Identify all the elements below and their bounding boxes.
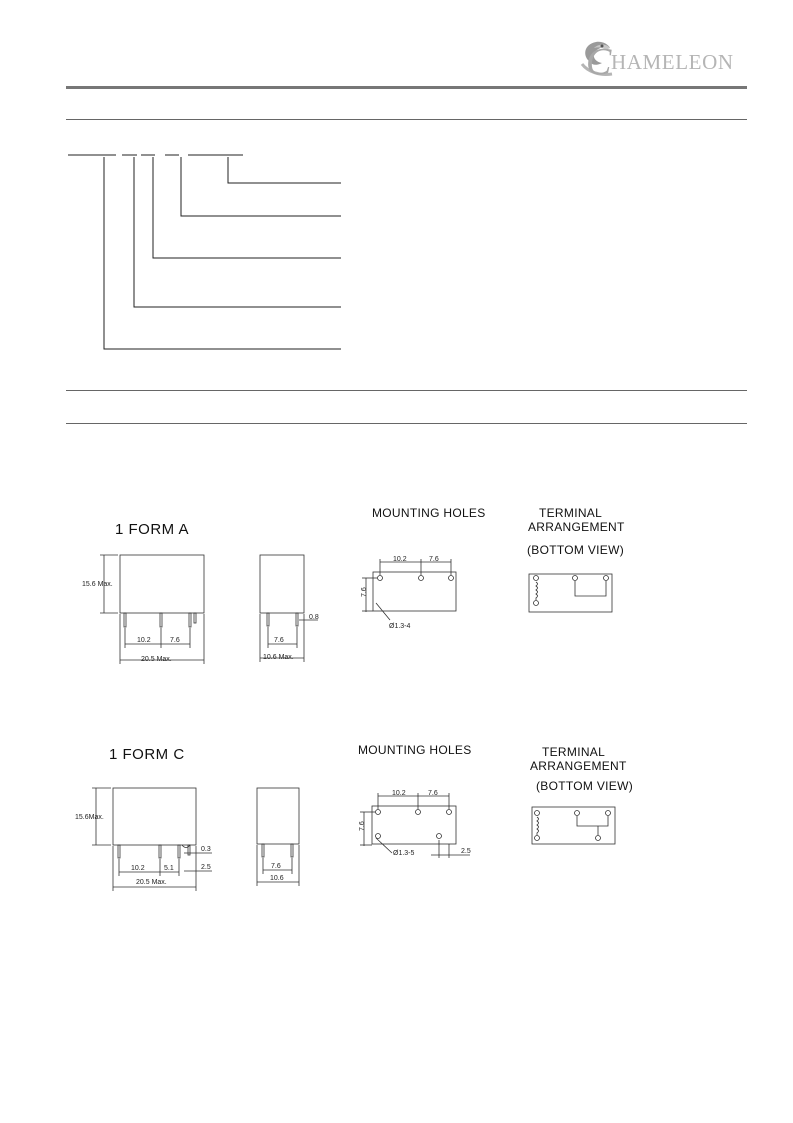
chameleon-icon [580,41,613,76]
form-c-hole-dia: Ø1.3-5 [393,850,415,857]
form-a-dim-pin: 0.8 [309,614,319,621]
logo-initial: C [586,41,612,83]
form-a-dim-width: 10.6 Max. [263,654,294,661]
form-a-hole-vertical: 7.6 [361,587,368,597]
section-rule-1 [66,119,747,120]
form-a-terminal-title: TERMINAL [539,506,603,520]
form-a-dim-pitch1: 10.2 [137,637,151,644]
chameleon-logo: C HAMELEON [572,34,752,84]
form-a-mounting-title: MOUNTING HOLES [372,506,486,520]
header-rule-thick [66,86,747,89]
form-c-hole-pitch1: 10.2 [392,790,406,797]
form-c-title: 1 FORM C [109,746,185,763]
form-a-dim-height: 15.6 Max. [82,581,113,588]
form-c-dim-width: 10.6 [270,875,284,882]
logo-text: HAMELEON [611,50,734,74]
form-c-dim-length: 20.5 Max. [136,879,167,886]
form-c-terminal-subtitle: (BOTTOM VIEW) [536,779,634,793]
form-a-title: 1 FORM A [115,521,190,538]
form-c-mounting-title: MOUNTING HOLES [358,743,472,757]
form-c-dim-pitch1: 10.2 [131,865,145,872]
form-c-dim-pitch2: 5.1 [164,865,174,872]
form-a-hole-pitch1: 10.2 [393,556,407,563]
form-a-terminal-title-2: ARRANGEMENT [528,520,625,534]
section-rule-2 [66,390,747,391]
form-c-hole-pitch2: 7.6 [428,790,438,797]
form-a-hole-dia: Ø1.3-4 [389,623,411,630]
form-c-dim-pin2: 2.5 [201,864,211,871]
form-c-hole-offset: 2.5 [461,848,471,855]
form-c-dim-pin1: 0.3 [201,846,211,853]
form-a-dim-length: 20.5 Max. [141,656,172,663]
form-a-dim-side-pitch: 7.6 [274,637,284,644]
form-c-hole-vertical: 7.6 [359,821,366,831]
form-c-dim-height: 15.6Max. [75,814,104,821]
form-c-terminal-title: TERMINAL [542,745,606,759]
form-c-dim-side-pitch: 7.6 [271,863,281,870]
form-a-hole-pitch2: 7.6 [429,556,439,563]
form-a-dim-pitch2: 7.6 [170,637,180,644]
ordering-code-diagram [68,154,341,350]
section-rule-3 [66,423,747,424]
form-a-terminal-subtitle: (BOTTOM VIEW) [527,543,625,557]
form-c-terminal-title-2: ARRANGEMENT [530,759,627,773]
